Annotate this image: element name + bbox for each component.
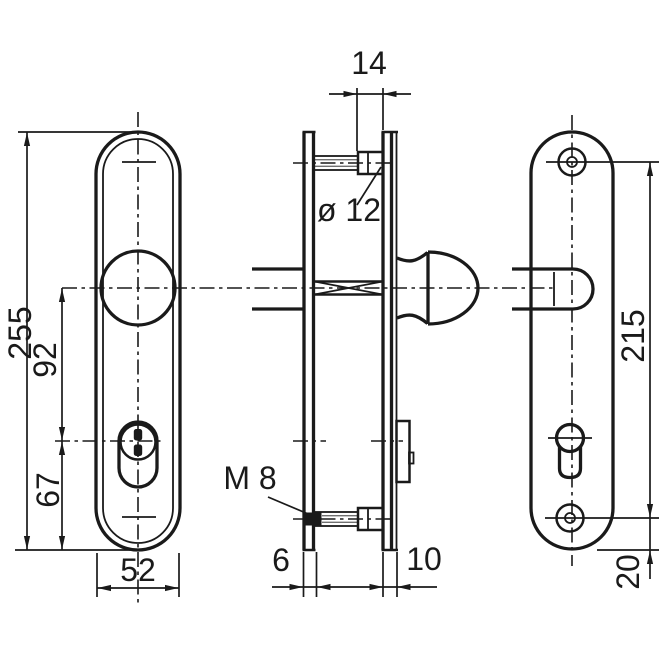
knob-neck-bottom xyxy=(396,313,429,325)
arrowhead xyxy=(58,427,66,441)
front-plate-inner-contour xyxy=(102,138,174,544)
leader-line xyxy=(356,166,382,206)
label-sleeve-diameter: ø 12 xyxy=(317,166,382,228)
dim-outer-plate-thickness: 6 xyxy=(272,542,437,597)
arrowhead xyxy=(23,132,31,146)
arrowhead xyxy=(397,583,411,591)
arrowhead xyxy=(58,441,66,455)
dim-hole-to-edge-label: 20 xyxy=(610,554,646,590)
arrowhead xyxy=(97,584,111,592)
front-view xyxy=(94,130,182,552)
lever-hub-slot xyxy=(512,267,595,311)
screw-thread-label: M 8 xyxy=(223,460,276,496)
arrowhead xyxy=(58,288,66,302)
arrowhead xyxy=(383,90,397,98)
knob-side-profile xyxy=(396,250,480,326)
cylinder-cross-lower xyxy=(133,444,143,456)
arrowhead xyxy=(646,162,654,176)
back-view xyxy=(512,130,615,551)
profile-cylinder-keyhole xyxy=(554,422,586,480)
dim-plate-width-label: 52 xyxy=(120,552,156,588)
knob-circle xyxy=(99,249,177,327)
dimensions: 255 92 67 52 xyxy=(2,45,659,597)
arrowhead xyxy=(58,536,66,550)
slot-round-end xyxy=(572,267,595,311)
arrowhead xyxy=(289,583,303,591)
dim-knob-to-cylinder-label: 92 xyxy=(27,342,63,378)
connecting-screw-top xyxy=(313,150,385,176)
connecting-screw-bottom xyxy=(304,506,385,532)
thread-engagement xyxy=(304,512,322,526)
dim-hole-to-edge: 20 xyxy=(597,549,659,590)
spindle-hub xyxy=(314,280,383,296)
dim-overall-height: 255 xyxy=(2,131,142,551)
knob-dome-arc xyxy=(427,250,480,326)
arrowhead xyxy=(317,583,331,591)
arrowhead xyxy=(165,584,179,592)
dim-hub-width-label: 14 xyxy=(351,45,387,81)
leader-line xyxy=(267,496,314,517)
dim-outer-plate-thickness-label: 6 xyxy=(272,542,290,578)
back-plate-outline xyxy=(529,130,615,551)
sleeve-diameter-label: ø 12 xyxy=(317,192,381,228)
label-screw-thread: M 8 xyxy=(223,460,314,517)
dim-hole-spacing: 215 xyxy=(545,161,659,550)
cylinder-bump xyxy=(408,451,415,465)
arrowhead xyxy=(23,536,31,550)
dim-overall-height-label: 255 xyxy=(2,306,38,359)
arrowhead xyxy=(646,550,654,564)
cylinder-side-profile xyxy=(395,419,415,484)
arrowhead xyxy=(343,90,357,98)
dim-cylinder-to-bottom-label: 67 xyxy=(30,472,66,508)
dim-inner-plate-thickness-label: 10 xyxy=(406,541,442,577)
spindle-diag-2 xyxy=(314,280,383,296)
cylinder-cross-upper xyxy=(133,429,143,441)
side-view xyxy=(252,130,480,552)
dim-cylinder-to-bottom: 67 xyxy=(30,441,66,550)
arrowhead xyxy=(369,583,383,591)
center-lines xyxy=(55,112,573,604)
knob-neck-top xyxy=(396,251,429,263)
dim-hole-spacing-label: 215 xyxy=(615,309,651,362)
dim-knob-to-cylinder: 92 xyxy=(27,288,66,550)
dim-inner-plate-thickness: 10 xyxy=(369,541,442,597)
arrowhead xyxy=(646,504,654,518)
cylinder-body xyxy=(395,419,411,484)
screw-sleeve-top xyxy=(356,150,385,176)
lever-neck-lines xyxy=(252,267,303,311)
dim-plate-width: 52 xyxy=(96,552,180,597)
dim-hub-width: 14 xyxy=(329,45,411,151)
cylinder-cover-circle xyxy=(119,423,157,461)
cylinder-cover xyxy=(117,420,159,489)
screw-sleeve-bottom xyxy=(356,506,385,532)
